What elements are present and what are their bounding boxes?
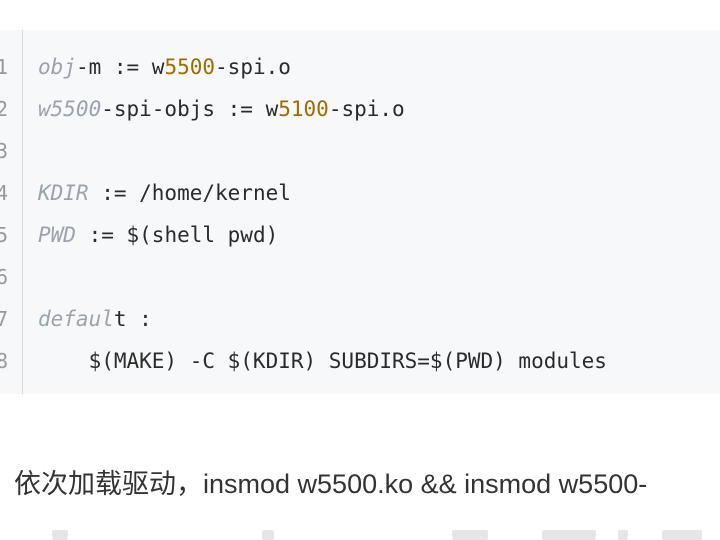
line-number: 6 [0, 265, 9, 289]
code-token: -spi.o [215, 55, 291, 79]
next-paragraph-fragment [14, 528, 720, 540]
paragraph-text: 依次加载驱动，insmod w5500.ko && insmod w5500- [14, 469, 648, 499]
code-line: 7 default : [0, 298, 720, 340]
line-number: 1 [0, 55, 9, 79]
code-line: 6 [0, 256, 720, 298]
code-line: 3 [0, 130, 720, 172]
code-token: := /home/kernel [88, 181, 291, 205]
code-token: -spi-objs := w [101, 97, 279, 121]
code-line: 1 obj-m := w5500-spi.o [0, 46, 720, 88]
line-number: 2 [0, 97, 9, 121]
code-line: 4 KDIR := /home/kernel [0, 172, 720, 214]
code-text: KDIR := /home/kernel [38, 172, 291, 214]
code-text: default : [38, 298, 152, 340]
line-number: 4 [0, 181, 9, 205]
line-number: 8 [0, 349, 9, 373]
code-token: -m := w [75, 55, 165, 79]
code-token: obj [38, 55, 76, 79]
code-text: $(MAKE) -C $(KDIR) SUBDIRS=$(PWD) module… [38, 340, 607, 382]
code-text: PWD := $(shell pwd) [38, 214, 278, 256]
code-line: 5 PWD := $(shell pwd) [0, 214, 720, 256]
code-token: t : [113, 307, 152, 331]
line-number: 3 [0, 139, 9, 163]
line-number-gutter [0, 30, 23, 394]
line-number: 7 [0, 307, 9, 331]
code-line: 2 w5500-spi-objs := w5100-spi.o [0, 88, 720, 130]
code-token: PWD [38, 223, 76, 247]
code-text: w5500-spi-objs := w5100-spi.o [38, 88, 405, 130]
code-token: KDIR [38, 181, 89, 205]
line-number: 5 [0, 223, 9, 247]
code-line: 8 $(MAKE) -C $(KDIR) SUBDIRS=$(PWD) modu… [0, 340, 720, 382]
code-token: defaul [38, 307, 114, 331]
code-token: 5500 [164, 55, 216, 79]
code-token: -spi.o [328, 97, 405, 121]
code-text: obj-m := w5500-spi.o [38, 46, 291, 88]
code-token: := $(shell pwd) [75, 223, 279, 247]
code-token: $(MAKE) -C $(KDIR) SUBDIRS=$(PWD) module… [38, 349, 607, 373]
code-token: w5500 [38, 97, 102, 121]
code-token: 5100 [278, 97, 329, 121]
